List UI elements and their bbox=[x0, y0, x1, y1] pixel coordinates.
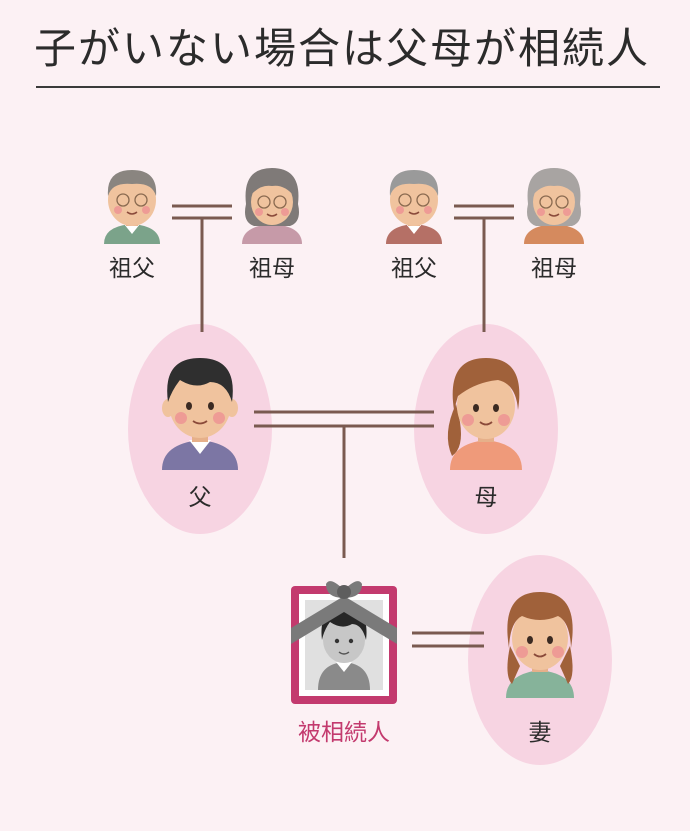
grandfather-right-icon bbox=[386, 170, 442, 244]
grandmother-left-label: 祖母 bbox=[249, 256, 295, 282]
mother-label: 母 bbox=[474, 485, 498, 511]
grandfather-left-icon bbox=[104, 170, 160, 244]
page-title: 子がいない場合は父母が相続人 bbox=[34, 24, 651, 73]
title-underline bbox=[36, 86, 660, 88]
grandmother-right-label: 祖母 bbox=[531, 256, 577, 282]
relation-lines bbox=[172, 204, 514, 648]
spouse-label: 妻 bbox=[528, 720, 552, 746]
deceased-label: 被相続人 bbox=[298, 720, 390, 746]
deceased-portrait-frame bbox=[291, 581, 397, 704]
grandmother-right-icon bbox=[524, 168, 584, 244]
grandfather-left-label: 祖父 bbox=[109, 256, 155, 282]
father-label: 父 bbox=[188, 485, 212, 511]
grandmother-left-icon bbox=[242, 168, 302, 244]
father-icon bbox=[162, 358, 238, 470]
spouse-icon bbox=[506, 592, 574, 698]
mother-icon bbox=[447, 358, 522, 470]
grandfather-right-label: 祖父 bbox=[391, 256, 437, 282]
mourning-ribbon bbox=[291, 596, 397, 644]
